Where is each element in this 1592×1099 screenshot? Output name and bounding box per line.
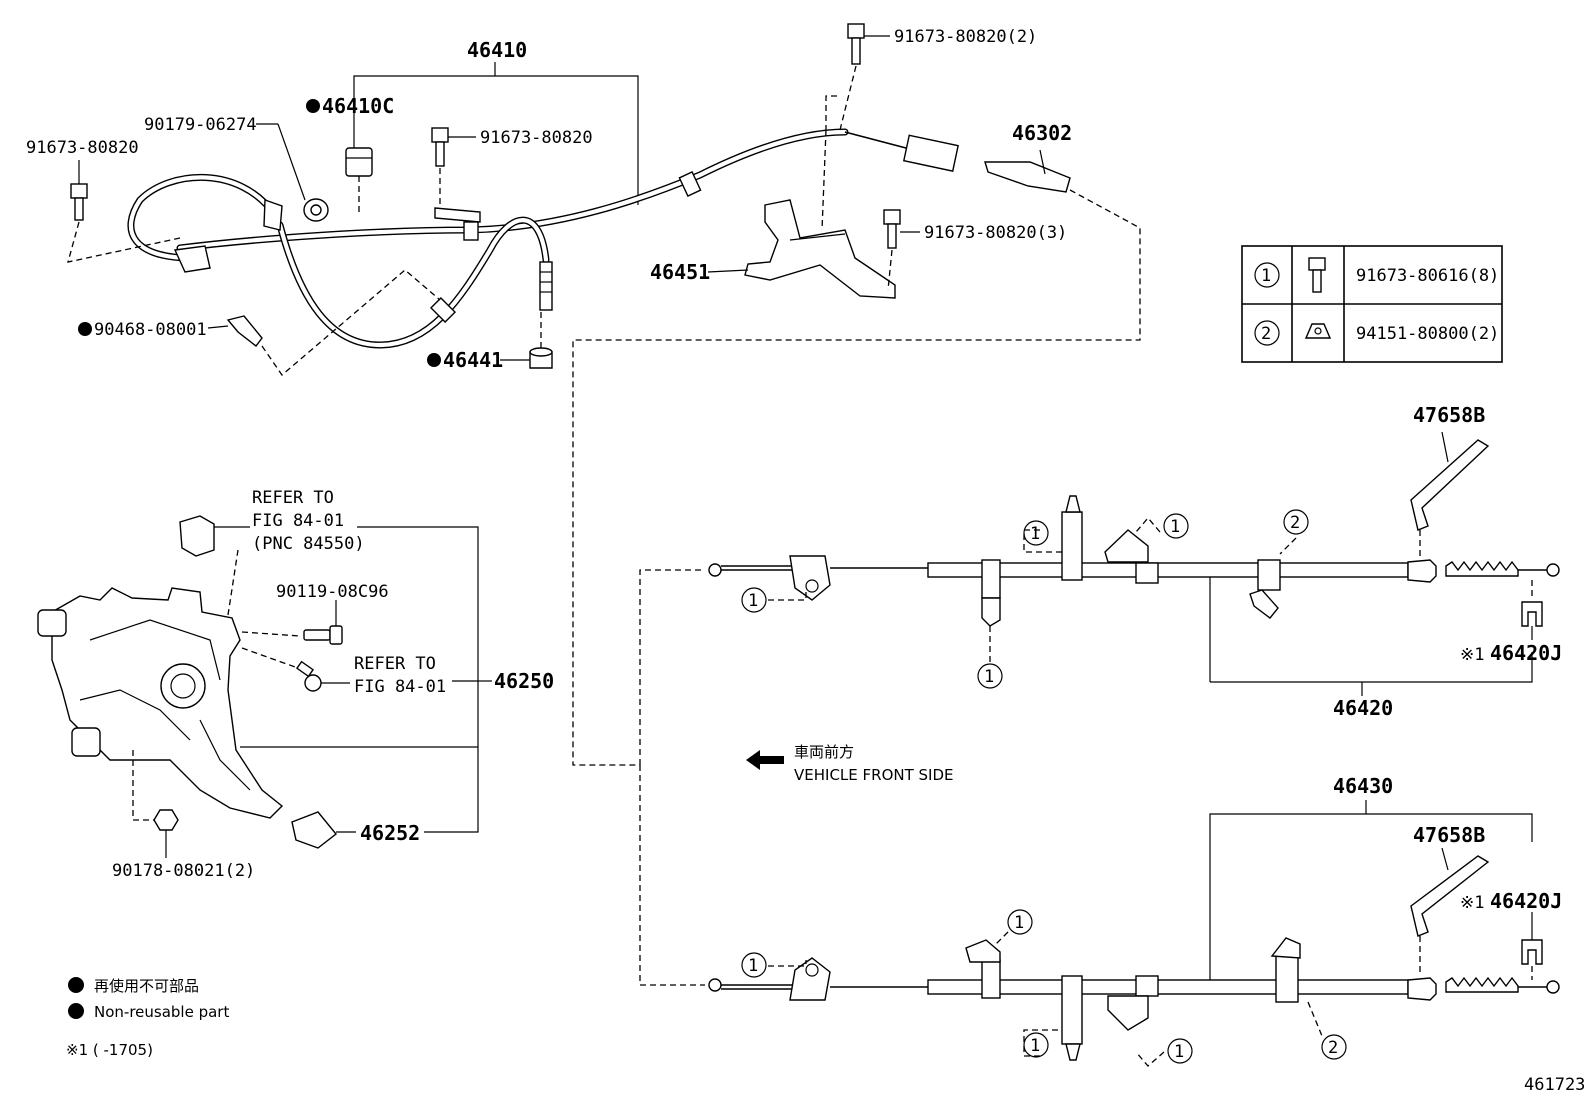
direction-en: VEHICLE FRONT SIDE bbox=[794, 766, 954, 784]
parking-brake-pedal-46250 bbox=[37, 526, 492, 833]
callout-1 bbox=[1023, 520, 1049, 546]
clip-84550 bbox=[179, 515, 250, 557]
legend-en: Non-reusable part bbox=[94, 1003, 229, 1021]
bolt-90119 bbox=[303, 600, 343, 645]
callout-2-label: 2 bbox=[1290, 513, 1300, 533]
label-46430: 46430 bbox=[1333, 774, 1393, 798]
label-90178-08021-2: 90178-08021(2) bbox=[112, 861, 255, 881]
ref-marker-1: ※1 bbox=[1460, 893, 1484, 913]
callout-1-label: 1 bbox=[1030, 1036, 1040, 1056]
non-reusable-marker-icon bbox=[78, 322, 92, 336]
label-46420: 46420 bbox=[1333, 696, 1393, 720]
callout-1 bbox=[1023, 1032, 1049, 1058]
table-row-1-num: 1 bbox=[1261, 266, 1271, 286]
callout-1 bbox=[741, 952, 767, 978]
label-pnc-84550: (PNC 84550) bbox=[252, 534, 365, 554]
bolt-icon bbox=[1308, 257, 1326, 293]
grommet-46410c bbox=[345, 147, 373, 215]
label-91673-80820-mid: 91673-80820 bbox=[480, 128, 593, 148]
legend-note: ※1 ( -1705) bbox=[66, 1041, 153, 1059]
label-47658b-2: 47658B bbox=[1413, 823, 1485, 847]
callout-1 bbox=[1007, 909, 1033, 935]
non-reusable-marker-icon bbox=[68, 977, 84, 993]
clip-90468 bbox=[207, 269, 441, 376]
label-46410: 46410 bbox=[467, 38, 527, 62]
bolt-91673-left bbox=[67, 160, 181, 263]
callout-1 bbox=[1163, 513, 1189, 539]
label-fig-84-01-2: FIG 84-01 bbox=[354, 677, 446, 697]
front-arrow-icon bbox=[746, 750, 784, 770]
label-46410c: 46410C bbox=[322, 94, 394, 118]
label-refer-to-1: REFER TO bbox=[252, 488, 334, 508]
label-47658b-1: 47658B bbox=[1413, 403, 1485, 427]
label-46250: 46250 bbox=[494, 669, 554, 693]
callout-2 bbox=[1283, 509, 1309, 535]
callout-1-label: 1 bbox=[984, 667, 994, 687]
cable-assembly-46430 bbox=[639, 765, 1560, 1067]
label-46420j-2: 46420J bbox=[1490, 889, 1562, 913]
cable-assembly-46410 bbox=[127, 62, 959, 349]
bolt-91673-top bbox=[825, 23, 890, 131]
clip-46302 bbox=[572, 149, 1141, 766]
callout-1 bbox=[977, 663, 1003, 689]
callout-1-label: 1 bbox=[748, 591, 758, 611]
label-91673-80820-3: 91673-80820(3) bbox=[924, 223, 1067, 243]
non-reusable-marker-icon bbox=[68, 1003, 84, 1019]
table-row-1-part: 91673-80616(8) bbox=[1356, 266, 1499, 286]
label-fig-84-01-1: FIG 84-01 bbox=[252, 511, 344, 531]
nut-90179 bbox=[256, 123, 329, 222]
label-46420j-1: 46420J bbox=[1490, 641, 1562, 665]
label-46252: 46252 bbox=[360, 821, 420, 845]
non-reusable-marker-icon bbox=[306, 99, 320, 113]
callout-1-label: 1 bbox=[1030, 524, 1040, 544]
nut-90178 bbox=[153, 809, 179, 858]
label-46451: 46451 bbox=[650, 260, 710, 284]
label-46441: 46441 bbox=[443, 348, 503, 372]
callout-1-label: 1 bbox=[1170, 517, 1180, 537]
pad-46252 bbox=[291, 811, 356, 849]
callout-1 bbox=[1167, 1038, 1193, 1064]
legend-jp: 再使用不可部品 bbox=[94, 977, 199, 995]
screw-refer-fig-84-01 bbox=[295, 660, 350, 692]
nut-icon bbox=[1304, 323, 1332, 339]
bolt-91673-3 bbox=[883, 209, 920, 291]
callout-2 bbox=[1321, 1034, 1347, 1060]
non-reusable-marker-icon bbox=[427, 353, 441, 367]
callout-1-label: 1 bbox=[748, 956, 758, 976]
label-refer-to-2: REFER TO bbox=[354, 654, 436, 674]
label-90468-08001: 90468-08001 bbox=[94, 320, 207, 340]
bolt-91673-mid bbox=[431, 127, 476, 208]
table-row-2-part: 94151-80800(2) bbox=[1356, 324, 1499, 344]
label-46302: 46302 bbox=[1012, 121, 1072, 145]
table-row-2-num: 2 bbox=[1261, 324, 1271, 344]
label-90119-08c96: 90119-08C96 bbox=[276, 582, 389, 602]
bracket-46451 bbox=[707, 129, 896, 299]
label-91673-80820-2: 91673-80820(2) bbox=[894, 27, 1037, 47]
callout-2-label: 2 bbox=[1328, 1038, 1338, 1058]
callout-1 bbox=[741, 587, 767, 613]
nut-46441 bbox=[500, 312, 553, 369]
label-90179-06274: 90179-06274 bbox=[144, 115, 257, 135]
ref-marker-1: ※1 bbox=[1460, 645, 1484, 665]
callout-1-label: 1 bbox=[1174, 1042, 1184, 1062]
label-91673-80820-left: 91673-80820 bbox=[26, 138, 139, 158]
illustration-id: 461723 bbox=[1524, 1075, 1585, 1095]
fastener-table bbox=[1241, 245, 1503, 363]
callout-1-label: 1 bbox=[1014, 913, 1024, 933]
direction-jp: 車両前方 bbox=[794, 743, 854, 761]
cable-assembly-46420 bbox=[639, 431, 1560, 765]
